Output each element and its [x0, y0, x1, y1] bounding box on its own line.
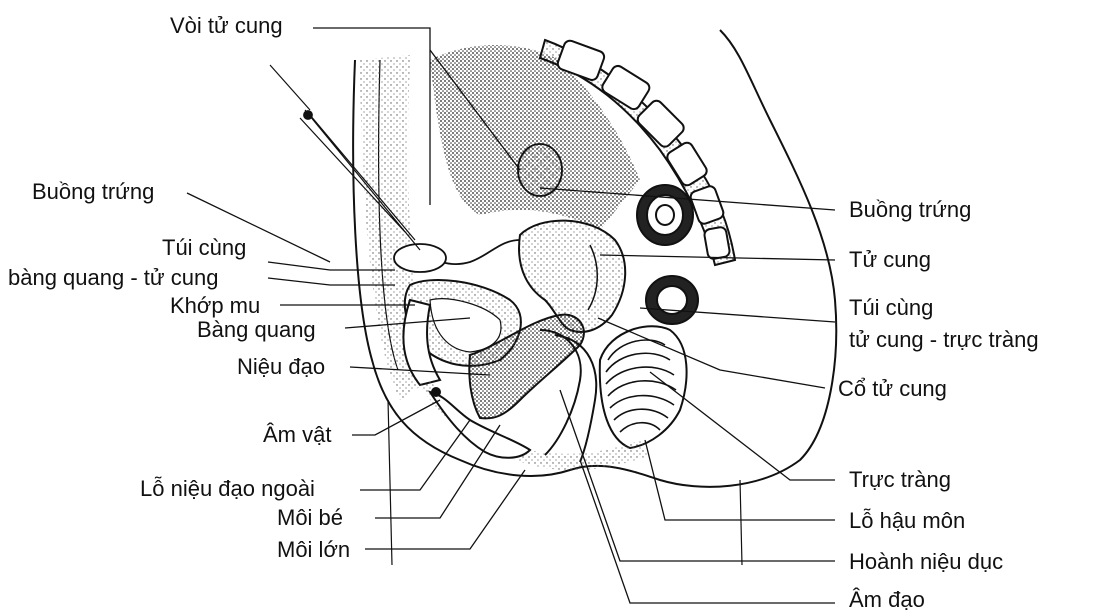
label-moi-lon: Môi lớn — [277, 538, 350, 562]
label-tui-cung-tt-1: Túi cùng — [849, 296, 933, 320]
label-khop-mu: Khớp mu — [170, 294, 260, 318]
label-tui-cung-bq-2: bàng quang - tử cung — [8, 266, 218, 290]
label-hoanh-nieu-duc: Hoành niệu dục — [849, 550, 1003, 574]
label-am-dao: Âm đạo — [849, 588, 925, 612]
label-tu-cung: Tử cung — [849, 248, 931, 272]
label-lo-nieu-dao-ngoai: Lỗ niệu đạo ngoài — [140, 477, 315, 501]
label-bang-quang: Bàng quang — [197, 318, 316, 342]
label-nieu-dao: Niệu đạo — [237, 355, 325, 379]
label-voi-tu-cung: Vòi tử cung — [170, 14, 283, 38]
label-co-tu-cung: Cổ tử cung — [838, 377, 947, 401]
label-truc-trang: Trực tràng — [849, 468, 951, 492]
label-buong-trung-right: Buồng trứng — [849, 198, 971, 222]
intestine-loops — [637, 185, 698, 324]
label-tui-cung-tt-2: tử cung - trực tràng — [849, 328, 1039, 352]
label-moi-be: Môi bé — [277, 506, 343, 530]
label-lo-hau-mon: Lỗ hậu môn — [849, 509, 965, 533]
label-tui-cung-bq-1: Túi cùng — [162, 236, 246, 260]
peritoneal-cavity — [430, 45, 640, 230]
label-am-vat: Âm vật — [263, 423, 331, 447]
label-buong-trung-left: Buồng trứng — [32, 180, 154, 204]
rectum — [600, 326, 687, 448]
